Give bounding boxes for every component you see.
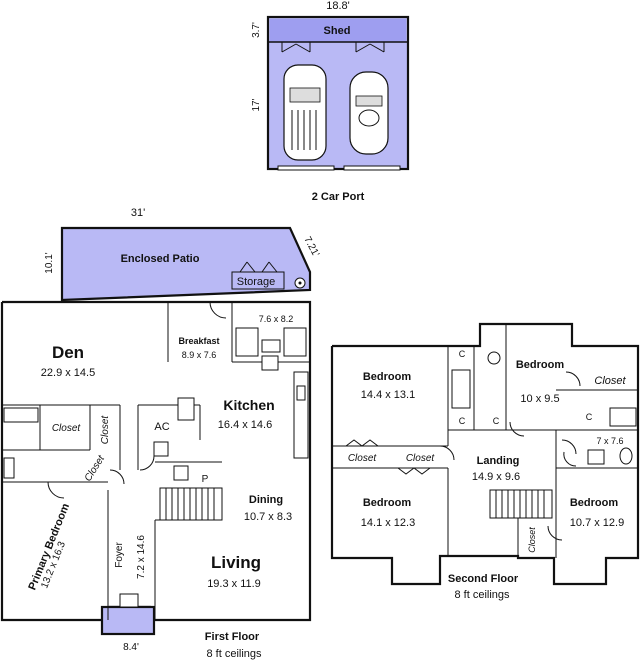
first-floor-caption: First Floor <box>205 631 260 643</box>
patio-angle-dim: 7.21' <box>301 235 321 259</box>
second-floor-caption: Second Floor <box>448 573 519 585</box>
closet-b-label: Closet <box>406 453 436 464</box>
bedroom-2-dim: 10 x 9.5 <box>520 393 559 405</box>
storage-label: Storage <box>237 276 276 288</box>
closet-bottom-label: Closet <box>527 527 537 553</box>
bedroom-4-label: Bedroom <box>570 497 619 509</box>
suv-icon <box>283 64 327 161</box>
carport: 18.8' 3.7' 17' Shed 2 Car Port <box>251 0 410 203</box>
bath-dim: 7 x 7.6 <box>596 436 623 446</box>
den-label: Den <box>52 343 84 362</box>
enclosed-patio-label: Enclosed Patio <box>121 253 200 265</box>
porch-dim: 8.4' <box>123 642 139 653</box>
bedroom-4-dim: 10.7 x 12.9 <box>570 517 624 529</box>
dining-label: Dining <box>249 494 283 506</box>
shed-depth-dim: 3.7' <box>251 22 262 38</box>
carport-caption: 2 Car Port <box>312 191 365 203</box>
first-floor: 31' 10.1' 7.21' Enclosed Patio Storage D… <box>0 207 321 660</box>
bedroom-3-label: Bedroom <box>363 497 412 509</box>
second-floor-ceiling: 8 ft ceilings <box>454 589 510 601</box>
closet-right-label: Closet <box>594 375 626 387</box>
patio-depth-dim: 10.1' <box>44 252 55 273</box>
dining-dim: 10.7 x 8.3 <box>244 511 292 523</box>
shed-label: Shed <box>324 25 351 37</box>
carport-width-dim: 18.8' <box>326 0 350 12</box>
kitchen-label: Kitchen <box>223 397 274 413</box>
c-label-1: C <box>459 349 466 359</box>
breakfast-label: Breakfast <box>178 336 219 346</box>
closet-1-label: Closet <box>52 423 82 434</box>
c-label-2: C <box>459 416 466 426</box>
pantry-room-dim: 7.6 x 8.2 <box>259 314 294 324</box>
first-floor-ceiling: 8 ft ceilings <box>206 648 262 660</box>
c-label-4: C <box>586 412 593 422</box>
stairs-first-floor <box>159 487 223 521</box>
car-icon <box>349 71 389 155</box>
patio-width-dim: 31' <box>131 207 145 219</box>
closet-3-label: Closet <box>83 453 108 484</box>
living-label: Living <box>211 553 261 572</box>
shed-area <box>270 19 406 42</box>
ac-label: AC <box>154 421 169 433</box>
landing-label: Landing <box>477 455 520 467</box>
bedroom-1-label: Bedroom <box>363 371 412 383</box>
closet-a-label: Closet <box>348 453 378 464</box>
carport-depth-dim: 17' <box>251 98 262 111</box>
breakfast-dim: 8.9 x 7.6 <box>182 350 217 360</box>
closet-2-label: Closet <box>100 415 111 445</box>
den-dim: 22.9 x 14.5 <box>41 367 95 379</box>
foyer-label: Foyer <box>114 542 125 568</box>
pantry-label: P <box>202 474 209 485</box>
bedroom-1-dim: 14.4 x 13.1 <box>361 389 415 401</box>
c-label-3: C <box>493 416 500 426</box>
kitchen-dim: 16.4 x 14.6 <box>218 419 272 431</box>
bedroom-3-dim: 14.1 x 12.3 <box>361 517 415 529</box>
stairs-second-floor <box>489 489 553 519</box>
living-dim: 19.3 x 11.9 <box>207 578 261 590</box>
landing-dim: 14.9 x 9.6 <box>472 471 520 483</box>
second-floor: Bedroom 14.4 x 13.1 Bedroom 10 x 9.5 Clo… <box>330 322 640 601</box>
foyer-dim: 7.2 x 14.6 <box>136 535 147 579</box>
bedroom-2-label: Bedroom <box>516 359 565 371</box>
